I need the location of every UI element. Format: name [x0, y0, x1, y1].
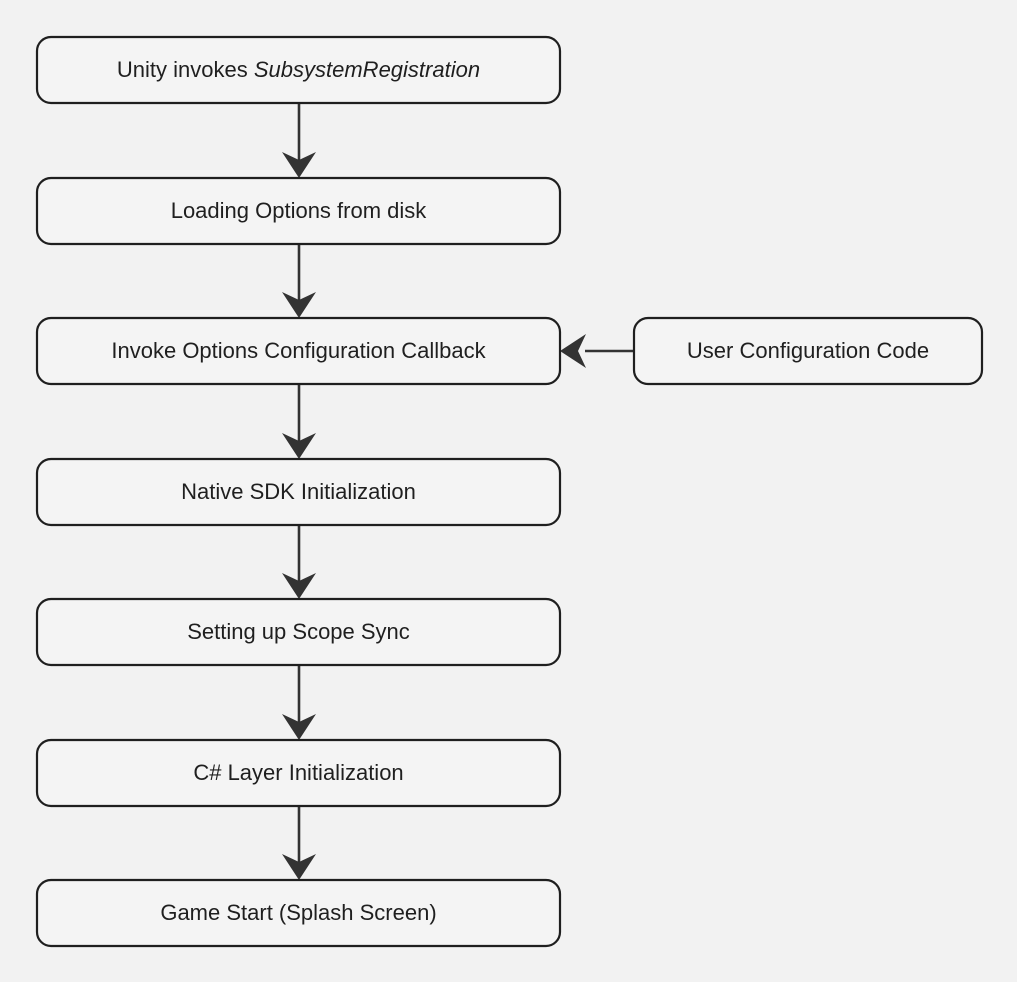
- node-setting-up-scope-sync[interactable]: Setting up Scope Sync: [35, 597, 562, 667]
- node-loading-options-from-disk[interactable]: Loading Options from disk: [35, 176, 562, 246]
- edge-scope-sync-to-csharp-layer: [282, 665, 316, 740]
- edge-unity-to-loading: [282, 103, 316, 178]
- edge-group: [282, 103, 634, 880]
- node-label-csharp-layer-init: C# Layer Initialization: [193, 760, 403, 785]
- edge-csharp-layer-to-game-start: [282, 806, 316, 880]
- node-native-sdk-initialization[interactable]: Native SDK Initialization: [35, 457, 562, 527]
- edge-native-sdk-to-scope-sync: [282, 525, 316, 599]
- node-label-native-sdk-init: Native SDK Initialization: [181, 479, 416, 504]
- node-label-loading-options: Loading Options from disk: [171, 198, 428, 223]
- node-game-start-splash-screen[interactable]: Game Start (Splash Screen): [35, 878, 562, 948]
- node-box[interactable]: [35, 597, 562, 667]
- node-label-game-start: Game Start (Splash Screen): [160, 900, 436, 925]
- node-label-unity-invokes: Unity invokes SubsystemRegistration: [117, 57, 480, 82]
- node-group: Unity invokes SubsystemRegistration Load…: [35, 35, 984, 948]
- node-unity-invokes-subsystemregistration[interactable]: Unity invokes SubsystemRegistration: [35, 35, 562, 105]
- node-box[interactable]: [35, 738, 562, 808]
- edge-user-config-to-invoke: [560, 334, 634, 368]
- node-label-invoke-options-callback: Invoke Options Configuration Callback: [111, 338, 486, 363]
- node-csharp-layer-initialization[interactable]: C# Layer Initialization: [35, 738, 562, 808]
- node-box[interactable]: [35, 316, 562, 386]
- node-label-scope-sync: Setting up Scope Sync: [187, 619, 410, 644]
- node-box[interactable]: [632, 316, 984, 386]
- edge-invoke-to-native-sdk: [282, 384, 316, 459]
- edge-loading-to-invoke: [282, 244, 316, 318]
- node-user-configuration-code[interactable]: User Configuration Code: [632, 316, 984, 386]
- node-box[interactable]: [35, 878, 562, 948]
- node-box[interactable]: [35, 176, 562, 246]
- node-label-emphasis-text: SubsystemRegistration: [254, 57, 480, 82]
- node-label-plain-text: Unity invokes: [117, 57, 254, 82]
- node-invoke-options-configuration-callback[interactable]: Invoke Options Configuration Callback: [35, 316, 562, 386]
- node-label-user-config-code: User Configuration Code: [687, 338, 929, 363]
- node-box[interactable]: [35, 35, 562, 105]
- node-box[interactable]: [35, 457, 562, 527]
